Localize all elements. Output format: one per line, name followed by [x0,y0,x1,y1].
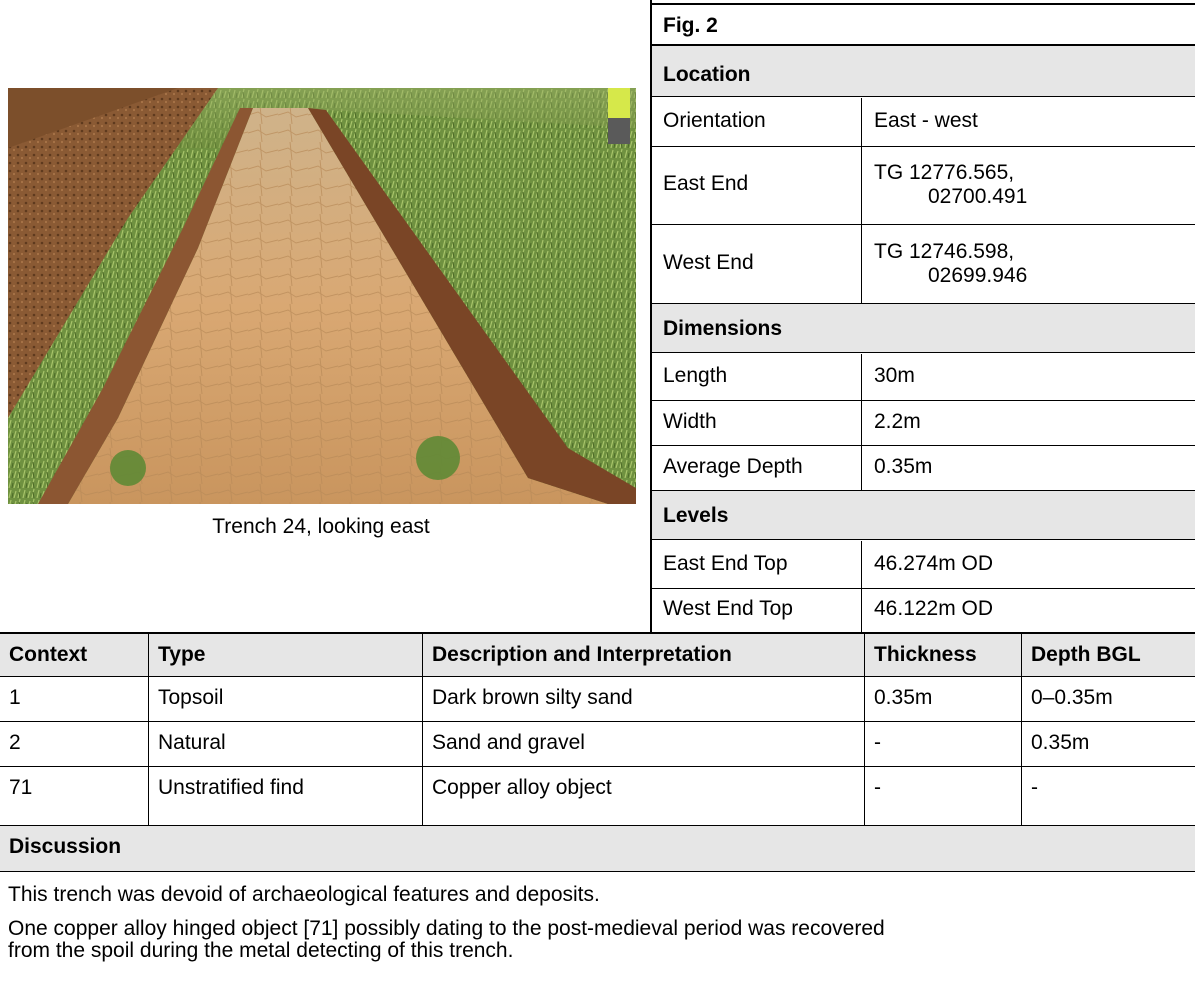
dimensions-header-row: Dimensions [652,303,1195,353]
column-divider [861,98,862,303]
discussion-paragraph-2-line2: from the spoil during the metal detectin… [8,939,514,962]
photo-caption: Trench 24, looking east [212,515,430,538]
dimensions-header: Dimensions [663,317,783,340]
orientation-label: Orientation [663,109,766,132]
column-divider [861,541,862,632]
width-label: Width [663,410,717,433]
column-divider [148,632,149,825]
col-header-description: Description and Interpretation [432,643,732,666]
west-end-label: West End [663,251,754,274]
table-row: 1 Topsoil Dark brown silty sand 0.35m 0–… [0,677,1195,722]
cell-depth: - [1031,776,1038,799]
levels-header: Levels [663,504,729,527]
east-end-label: East End [663,172,749,195]
row-divider [652,400,1195,401]
row-divider [652,445,1195,446]
trench-photo-image [8,88,636,504]
east-end-value: TG 12776.565, 02700.491 [863,161,1027,209]
west-end-value-line1: TG 12746.598, [874,240,1015,263]
cell-depth: 0–0.35m [1031,686,1113,709]
discussion-header-row: Discussion [0,825,1195,872]
col-header-context: Context [9,643,88,666]
discussion-header: Discussion [9,835,122,858]
length-value: 30m [874,364,915,387]
trench-info-table: Fig. 2 Location Orientation East - west … [650,0,1195,632]
row-divider [652,588,1195,589]
location-header: Location [663,63,751,86]
width-value: 2.2m [874,410,921,433]
figure-area: Trench 24, looking east [0,0,650,632]
col-header-type: Type [158,643,206,666]
cell-context: 1 [9,686,21,709]
row-divider [652,146,1195,147]
levels-header-row: Levels [652,490,1195,540]
row-divider [652,224,1195,225]
table-row: 71 Unstratified find Copper alloy object… [0,767,1195,812]
cell-thickness: - [874,731,881,754]
col-header-thickness: Thickness [874,643,977,666]
column-divider [861,354,862,490]
length-label: Length [663,364,728,387]
column-divider [422,632,423,825]
table-border [652,3,1195,5]
cell-type: Topsoil [158,686,224,709]
cell-description: Dark brown silty sand [432,686,633,709]
cell-thickness: - [874,776,881,799]
cell-depth: 0.35m [1031,731,1090,754]
west-end-top-label: West End Top [663,597,793,620]
cell-type: Natural [158,731,226,754]
average-depth-label: Average Depth [663,455,803,478]
west-end-value: TG 12746.598, 02699.946 [863,240,1027,288]
figure-label: Fig. 2 [663,14,718,37]
east-end-value-line2: 02700.491 [928,185,1028,208]
table-row: 2 Natural Sand and gravel - 0.35m [0,722,1195,767]
cell-description: Sand and gravel [432,731,585,754]
discussion-paragraph-1: This trench was devoid of archaeological… [8,883,600,906]
west-end-top-value: 46.122m OD [874,597,994,620]
east-end-top-label: East End Top [663,552,788,575]
trench-photo [8,88,636,504]
east-end-value-line1: TG 12776.565, [874,161,1015,184]
west-end-value-line2: 02699.946 [928,264,1028,287]
orientation-value: East - west [874,109,978,132]
context-header-row: Context Type Description and Interpretat… [0,632,1195,677]
location-header-row: Location [652,44,1195,97]
cell-thickness: 0.35m [874,686,933,709]
cell-context: 2 [9,731,21,754]
average-depth-value: 0.35m [874,455,933,478]
cell-description: Copper alloy object [432,776,612,799]
discussion-paragraph-2-line1: One copper alloy hinged object [71] poss… [8,917,885,940]
cell-type: Unstratified find [158,776,304,799]
east-end-top-value: 46.274m OD [874,552,994,575]
column-divider [1021,632,1022,825]
col-header-depth: Depth BGL [1031,643,1141,666]
cell-context: 71 [9,776,33,799]
column-divider [864,632,865,825]
